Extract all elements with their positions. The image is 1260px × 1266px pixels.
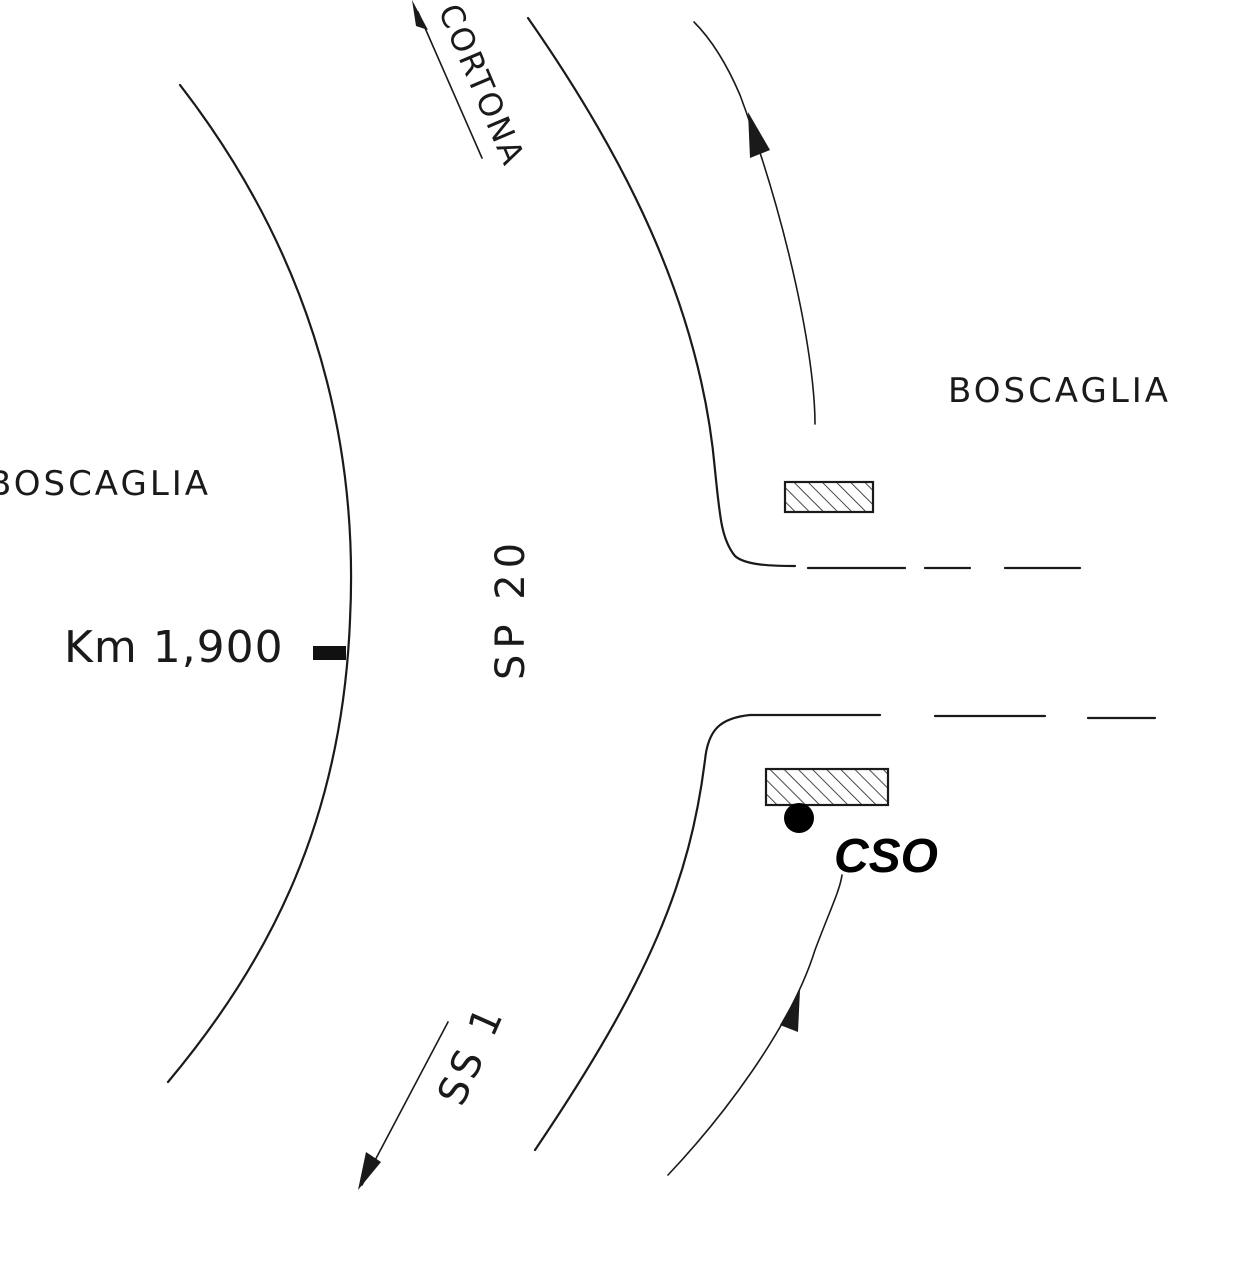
cso-point-marker	[784, 803, 814, 833]
side-road-edge-lower-dashed	[933, 714, 1157, 720]
road-edge-right-lower	[533, 713, 882, 1152]
travel-line-upper-right	[693, 21, 816, 425]
road-edge-left	[166, 83, 353, 1084]
arrow-up-right-icon	[748, 112, 770, 158]
km-marker-block	[313, 646, 346, 660]
right-area-label: BOSCAGLIA	[948, 371, 1171, 411]
lower-hatched-structure	[764, 767, 890, 807]
upper-hatched-structure	[783, 480, 875, 514]
road-edge-right-upper	[526, 16, 797, 568]
main-road-label: SP 20	[488, 537, 534, 680]
km-label: Km 1,900	[64, 622, 284, 673]
left-area-label: BOSCAGLIA	[0, 464, 211, 504]
arrow-up-lower-icon	[780, 990, 800, 1032]
cso-label: CSO	[834, 830, 938, 883]
direction-line-south	[361, 1021, 449, 1186]
north-road-label: CORTONA	[431, 0, 533, 171]
arrow-north-icon	[412, 0, 428, 30]
direction-line-north	[417, 11, 483, 159]
arrow-south-icon	[358, 1152, 381, 1190]
travel-line-lower-right	[667, 874, 843, 1176]
south-road-label: SS 1	[429, 997, 514, 1112]
